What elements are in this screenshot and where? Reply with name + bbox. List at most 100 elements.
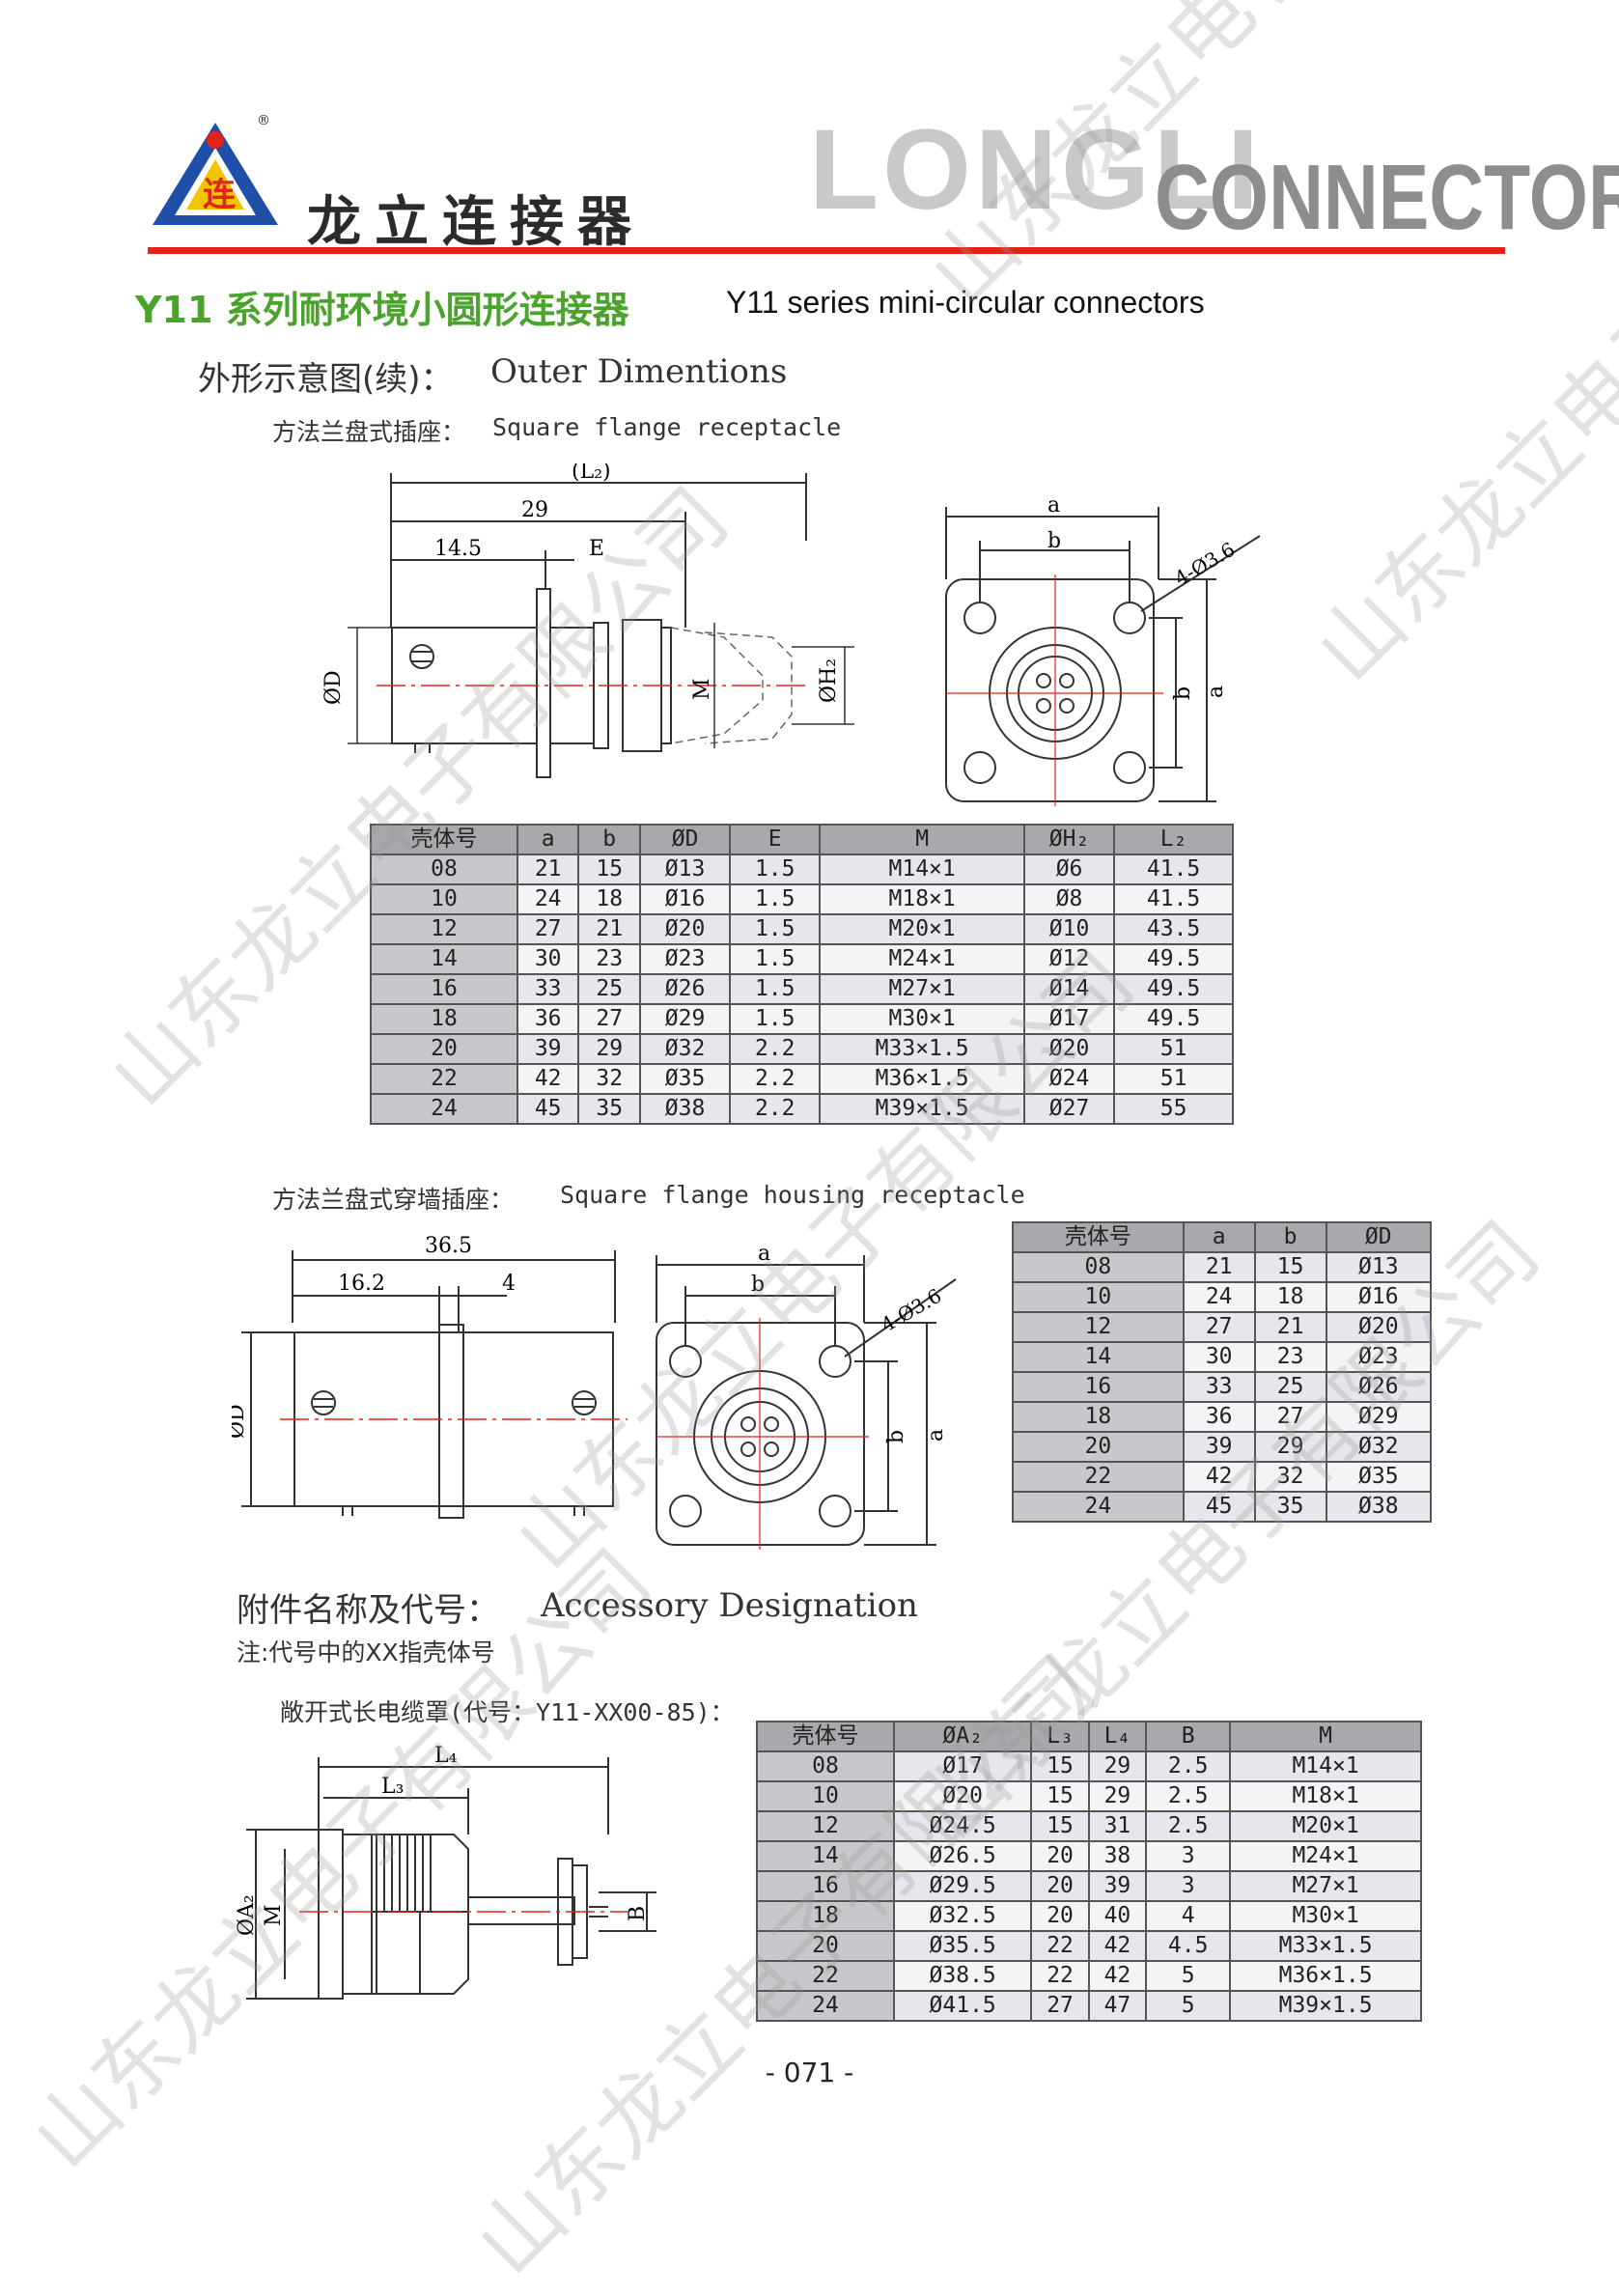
table-cell: 15 (1030, 1780, 1090, 1812)
outer-dimensions-heading-cn: 外形示意图(续)： (198, 360, 454, 399)
table-cell: 42 (516, 1063, 580, 1095)
table-cell: 20 (1030, 1870, 1090, 1902)
dim-14-5: 14.5 (434, 537, 482, 561)
table-cell: Ø16 (1325, 1281, 1433, 1313)
table-cell: 20 (370, 1033, 518, 1065)
housing-receptacle-caption-cn: 方法兰盘式穿墙插座： (272, 1186, 515, 1214)
table-cell: M14×1 (819, 854, 1025, 885)
receptacle-side-view-drawing: (L₂) 29 14.5 E ØD M ØH₂ (321, 463, 854, 778)
table-cell: 24 (370, 1093, 518, 1125)
dim-h2: ØH₂ (817, 658, 841, 703)
table-cell: 20 (1030, 1900, 1090, 1932)
table-cell: 29 (577, 1033, 641, 1065)
table-cell: 10 (370, 883, 518, 915)
table-cell: 2.5 (1145, 1780, 1232, 1812)
col-header: ØH₂ (1022, 824, 1116, 855)
table-cell: 24 (756, 1990, 895, 2022)
table-cell: Ø26 (1325, 1371, 1433, 1403)
col-header: ØD (638, 824, 732, 855)
table-cell: 15 (577, 854, 641, 885)
table-cell: 21 (1182, 1251, 1256, 1283)
table-cell: 1.5 (729, 883, 822, 915)
dim-b-top: b (751, 1273, 765, 1297)
table-cell: Ø17 (1022, 1003, 1116, 1035)
dim-mounting-holes: 4-Ø3.6 (878, 1284, 946, 1337)
col-header: 壳体号 (370, 824, 518, 855)
table-cell: 10 (756, 1780, 895, 1812)
dim-d: ØD (321, 670, 346, 705)
square-flange-caption-en: Square flange receptacle (492, 413, 842, 441)
dim-36-5: 36.5 (425, 1234, 472, 1258)
cable-cover-drawing: L₄ L₃ ØA₂ M B (235, 1744, 656, 2000)
table-cell: Ø35 (1325, 1461, 1433, 1493)
table-cell: Ø14 (1022, 973, 1116, 1005)
table-cell: Ø16 (638, 883, 732, 915)
col-header: 壳体号 (756, 1721, 895, 1752)
table-cell: 36 (1182, 1401, 1256, 1433)
table-cell: Ø10 (1022, 913, 1116, 945)
svg-text:®: ® (257, 113, 270, 128)
table-cell: 1.5 (729, 1003, 822, 1035)
table-cell: 33 (1182, 1371, 1256, 1403)
table-cell: 51 (1113, 1063, 1234, 1095)
table-cell: 38 (1087, 1840, 1148, 1872)
table-cell: Ø26 (638, 973, 732, 1005)
dim-b-top: b (1047, 529, 1061, 553)
table-cell: 35 (577, 1093, 641, 1125)
longli-logo: 连 ® (153, 113, 278, 225)
table-cell: M36×1.5 (819, 1063, 1025, 1095)
table-cell: 24 (516, 883, 580, 915)
table-cell: 39 (1182, 1431, 1256, 1463)
table-cell: 4.5 (1145, 1930, 1232, 1962)
housing-receptacle-front-view-drawing: a b b a 4-Ø3.6 (656, 1242, 957, 1550)
cable-cover-caption: 敞开式长电缆罩(代号：Y11-XX00-85)： (280, 1698, 735, 1726)
table-cell: 41.5 (1113, 883, 1234, 915)
accessory-note: 注:代号中的XX指壳体号 (237, 1638, 495, 1666)
table-cell: Ø29 (1325, 1401, 1433, 1433)
dim-b-side: b (1171, 686, 1195, 700)
table-cell: Ø23 (1325, 1341, 1433, 1373)
series-title-cn: Y11 系列耐环境小圆形连接器 (135, 289, 629, 331)
table-cell: M39×1.5 (1229, 1990, 1422, 2022)
col-header: B (1145, 1721, 1232, 1752)
table-cell: M27×1 (819, 973, 1025, 1005)
accessory-heading-cn: 附件名称及代号： (237, 1591, 499, 1630)
table-cell: 1.5 (729, 943, 822, 975)
square-flange-caption-cn: 方法兰盘式插座： (272, 418, 466, 446)
dim-b: B (626, 1906, 650, 1921)
table-cell: 29 (1087, 1750, 1148, 1782)
table-cell: 45 (1182, 1491, 1256, 1523)
table-cell: 29 (1253, 1431, 1327, 1463)
table-cell: 39 (516, 1033, 580, 1065)
table-cell: 1.5 (729, 913, 822, 945)
table-cell: 21 (1253, 1311, 1327, 1343)
table-cell: M33×1.5 (1229, 1930, 1422, 1962)
dim-29: 29 (521, 498, 548, 522)
table-cell: 2.5 (1145, 1750, 1232, 1782)
dim-a-side: a (1204, 686, 1228, 698)
table-cell: 15 (1030, 1810, 1090, 1842)
table-cell: 42 (1087, 1960, 1148, 1992)
dim-a-top: a (1047, 493, 1060, 518)
table-cell: Ø29.5 (892, 1870, 1033, 1902)
table-cell: 43.5 (1113, 913, 1234, 945)
table-cell: 36 (516, 1003, 580, 1035)
table-cell: 08 (370, 854, 518, 885)
col-header: a (1182, 1221, 1256, 1253)
table-cell: M18×1 (1229, 1780, 1422, 1812)
table-cell: 2.2 (729, 1093, 822, 1125)
table-cell: 08 (1012, 1251, 1185, 1283)
